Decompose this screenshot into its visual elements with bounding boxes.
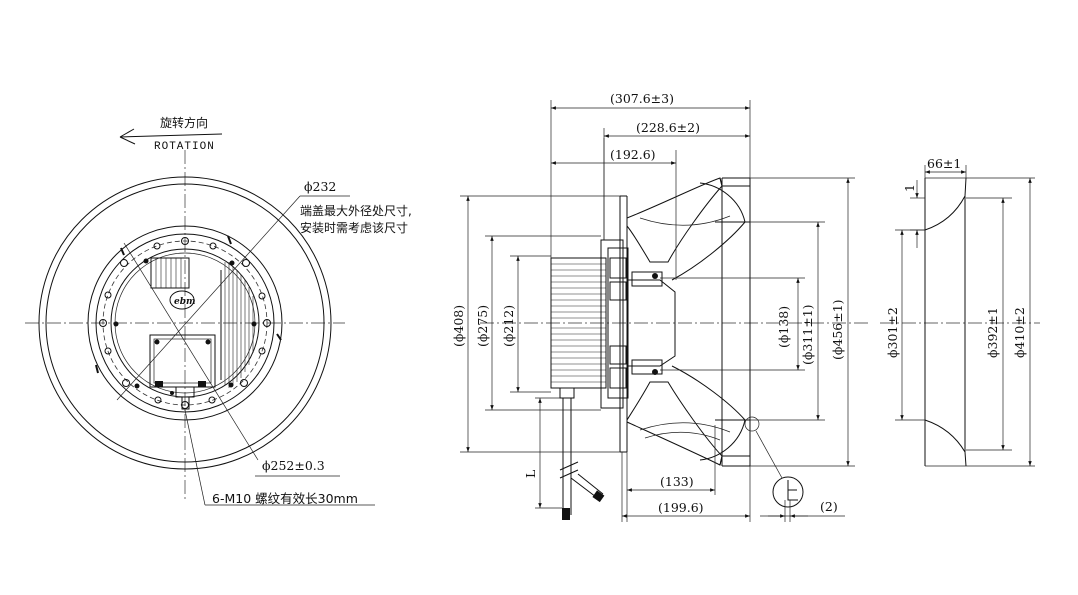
dia-212-label: (ϕ212) <box>501 305 516 347</box>
rotation-label-cn: 旋转方向 <box>160 115 208 130</box>
top-dimensions: (307.6±3) (228.6±2) (192.6) <box>550 91 751 280</box>
note-line-2: 安装时需考虑该尺寸 <box>300 220 408 235</box>
dia-252-label: ϕ252±0.3 <box>262 458 325 473</box>
len-192-label: (192.6) <box>610 147 656 162</box>
heatsink-fins-top <box>150 257 190 289</box>
impeller-shroud <box>715 177 751 467</box>
thread-label: 6-M10 螺纹有效长30mm <box>212 491 358 506</box>
len-199-label: (199.6) <box>658 500 704 515</box>
dia-138-label: (ϕ138) <box>776 306 791 348</box>
ring-width-label: 66±1 <box>927 156 961 171</box>
ring-profile-top <box>924 177 967 231</box>
note-line-1: 端盖最大外径处尺寸, <box>300 204 412 218</box>
svg-text:ebm: ebm <box>174 297 196 307</box>
gap-2-label: (2) <box>820 499 838 514</box>
dia-311-label: (ϕ311±1) <box>800 304 815 365</box>
electronics-box <box>149 334 216 410</box>
dia252-leader <box>123 242 259 461</box>
ring-profile-bottom <box>924 419 967 467</box>
len-228-label: (228.6±2) <box>636 120 700 135</box>
bottom-dimensions: (133) (199.6) (2) <box>621 416 845 522</box>
dia-456-label: (ϕ456±1) <box>830 299 845 360</box>
dia-410-label: ϕ410±2 <box>1012 307 1027 358</box>
flange-1-label: 1 <box>902 184 917 192</box>
len-133-label: (133) <box>660 474 694 489</box>
side-view: (307.6±3) (228.6±2) (192.6) (ϕ408) (ϕ275… <box>451 91 870 522</box>
bolt-holes <box>99 237 271 409</box>
dia-392-label: ϕ392±1 <box>985 307 1000 358</box>
dia-408-label: (ϕ408) <box>451 305 466 347</box>
heatsink-fins-right <box>220 262 254 388</box>
impeller-hub <box>627 271 676 375</box>
right-dimensions: (ϕ138) (ϕ311±1) (ϕ456±1) <box>660 177 855 467</box>
dia-301-label: ϕ301±2 <box>885 307 900 358</box>
hub-ring-outer <box>87 225 283 421</box>
cable-length-label: L <box>523 470 538 478</box>
front-view: ebm <box>25 150 412 506</box>
bolt-circle <box>102 240 268 406</box>
rotation-indicator: 旋转方向 ROTATION <box>119 115 223 153</box>
hub-ring-inner <box>95 233 275 413</box>
left-dimensions: (ϕ408) (ϕ275) (ϕ212) <box>451 195 620 453</box>
dia-275-label: (ϕ275) <box>475 305 490 347</box>
ring-ticks <box>95 235 282 374</box>
outer-ring-circle <box>38 176 332 470</box>
cable <box>559 387 605 520</box>
outer-ring-inner-circle <box>45 183 325 463</box>
dia-232-label: ϕ232 <box>304 179 336 194</box>
motor-body <box>550 195 629 453</box>
brand-logo: ebm <box>169 290 196 310</box>
thread-leader <box>184 409 206 506</box>
impeller-blades <box>626 177 751 466</box>
inlet-ring-view: 66±1 1 ϕ301±2 ϕ392±1 ϕ410±2 <box>880 156 1040 467</box>
len-307-label: (307.6±3) <box>610 91 674 106</box>
rotation-label-en: ROTATION <box>154 141 215 153</box>
dia232-leader <box>116 195 301 401</box>
detail-circle <box>772 476 804 508</box>
detail-circle-small <box>744 416 760 432</box>
cable-length-dimension: L <box>523 397 562 509</box>
